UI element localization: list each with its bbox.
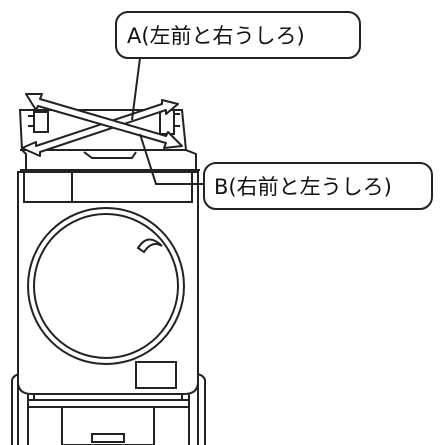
callout-a-leader [131, 57, 141, 121]
control-panel [23, 171, 193, 203]
filter-cover [135, 361, 177, 389]
callout-a: A(左前と右うしろ) [115, 11, 361, 121]
washer-body [17, 171, 199, 400]
arrow-a-diagonal [21, 99, 179, 157]
stand [11, 373, 206, 445]
callout-b-label: B(右前と左うしろ) [214, 175, 392, 199]
callout-b-leader [139, 133, 205, 185]
washer-top [18, 109, 200, 171]
callout-a-label: A(左前と右うしろ) [127, 24, 305, 48]
washer-door [27, 207, 185, 365]
callout-a-box [115, 11, 361, 59]
callout-b: B(右前と左うしろ) [139, 133, 433, 210]
arrow-b-diagonal [25, 93, 183, 149]
callout-b-box [203, 162, 433, 210]
door-latch [136, 238, 163, 254]
